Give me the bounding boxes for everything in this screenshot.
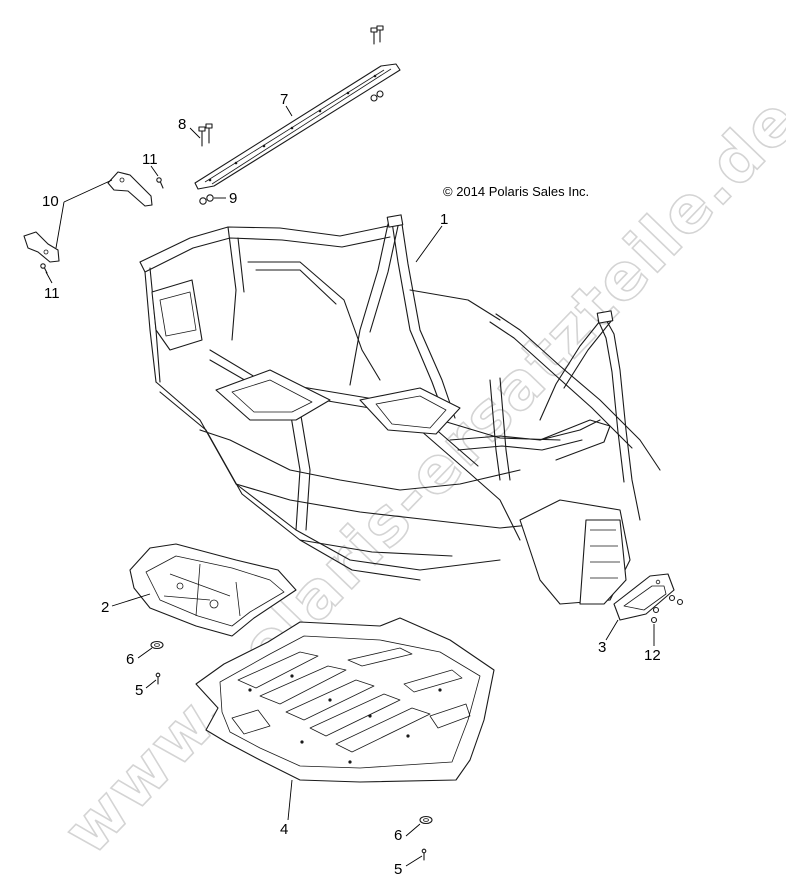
part-9-nuts[interactable] <box>199 194 214 205</box>
part-4-main-skid-plate[interactable] <box>195 617 495 783</box>
callout-10: 10 <box>42 193 59 210</box>
callout-11-upper: 11 <box>142 151 158 168</box>
part-7-cross-tube[interactable] <box>194 63 401 190</box>
part-2-skid-plate[interactable] <box>129 543 297 637</box>
part-11-screws[interactable] <box>40 177 164 274</box>
callout-6-upper: 6 <box>126 651 134 668</box>
callout-3: 3 <box>598 639 606 656</box>
part-12-screws[interactable] <box>650 594 684 624</box>
callout-5-upper: 5 <box>135 682 143 699</box>
callout-1: 1 <box>440 211 448 228</box>
part-1-main-frame[interactable] <box>139 214 661 605</box>
callout-2: 2 <box>101 599 109 616</box>
callout-4: 4 <box>280 821 288 838</box>
leader-lines <box>45 105 655 867</box>
callout-8: 8 <box>178 116 186 133</box>
callout-9: 9 <box>229 190 237 207</box>
part-3-bracket[interactable] <box>613 573 675 621</box>
copyright-text: © 2014 Polaris Sales Inc. <box>443 184 589 199</box>
part-6-grommet-upper[interactable] <box>150 640 164 650</box>
callout-5-lower: 5 <box>394 861 402 878</box>
callout-12: 12 <box>644 647 661 664</box>
bolt-pair-top[interactable] <box>370 25 384 45</box>
part-5-screw-upper[interactable] <box>155 672 161 685</box>
part-5-screw-lower[interactable] <box>421 848 427 861</box>
nut-top[interactable] <box>370 90 384 102</box>
callout-7: 7 <box>280 91 288 108</box>
callout-11-lower: 11 <box>44 285 60 302</box>
part-8-bolts[interactable] <box>198 123 213 147</box>
callout-6-lower: 6 <box>394 827 402 844</box>
part-10-brackets[interactable] <box>23 171 153 263</box>
part-6-grommet-lower[interactable] <box>419 815 433 825</box>
